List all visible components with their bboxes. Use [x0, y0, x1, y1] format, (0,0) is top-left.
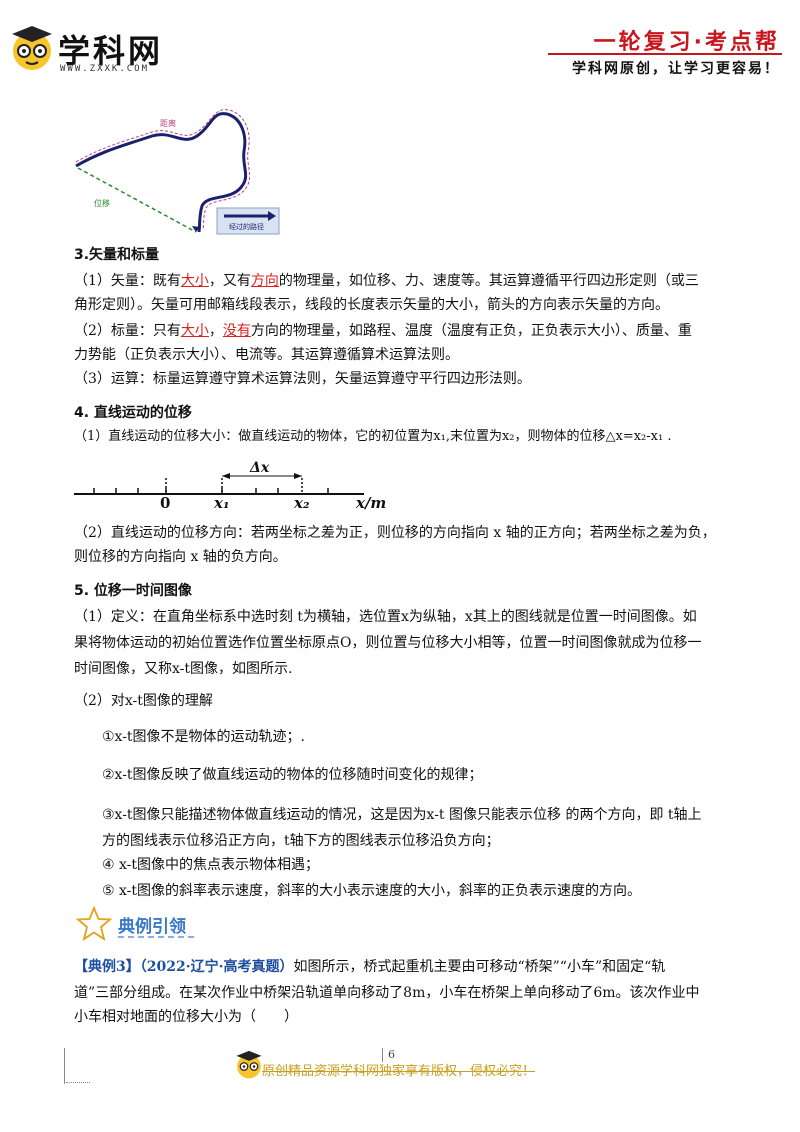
s3-p1-line1: （1）矢量：既有大小，又有方向的物理量，如位移、力、速度等。其运算遵循平行四边形… [74, 270, 699, 292]
path-legend-label: 经过的路径 [229, 223, 264, 231]
logo-text: 学科网 [58, 32, 164, 70]
s5-p2: （2）对x-t图像的理解 [74, 693, 213, 709]
header-divider [548, 53, 782, 55]
s3-p2-line2: 力势能（正负表示大小）、电流等。其运算遵循算术运算法则。 [74, 347, 459, 363]
example-line3: 小车相对地面的位移大小为（ ） [74, 1009, 298, 1025]
s3-p3: （3）运算：标量运算遵守算术运算法则，矢量运算遵守平行四边形法则。 [74, 371, 531, 387]
example-line1: 【典例3】（2022·辽宁·高考真题）如图所示，桥式起重机主要由可移动“桥架”“… [74, 956, 665, 978]
distance-label: 距离 [160, 119, 176, 128]
number-line-figure: 0 x₁ x₂ x/m Δx [74, 460, 394, 520]
footer-left-dash [66, 1082, 90, 1083]
s3-keyword-size-2: 大小 [180, 323, 209, 339]
s5-item-2: ②x-t图像反映了做直线运动的物体的位移随时间变化的规律； [102, 767, 483, 783]
axis-label-unit: x/m [356, 494, 387, 512]
s3-p2-e: 方向的物理量，如路程、温度（温度有正负，正负表示大小）、质量、重 [250, 323, 692, 339]
series-title: 一轮复习·考点帮 [593, 30, 780, 55]
s3-p1-line2: 角形定则）。矢量可用邮箱线段表示，线段的长度表示矢量的大小，箭头的方向表示矢量的… [74, 297, 669, 313]
s3-p1-e: 的物理量，如位移、力、速度等。其运算遵循平行四边形定则（或三 [278, 273, 699, 289]
example-tag: 【典例3】 [74, 959, 140, 975]
mascot-logo-icon [12, 26, 52, 70]
axis-label-zero: 0 [160, 494, 171, 512]
example-text-a: 如图所示，桥式起重机主要由可移动“桥架”“小车”和固定“轨 [293, 959, 666, 975]
number-line [74, 473, 364, 495]
star-icon [76, 906, 112, 942]
banner-underline [118, 936, 194, 938]
footer-mascot-icon [236, 1050, 262, 1079]
s5-item-3-line1: ③x-t图像只能描述物体做直线运动的情况，这是因为x-t 图像只能表示位移 的两… [102, 807, 702, 823]
path-displacement-figure: 距离 位移 经过的路径 [72, 106, 292, 240]
axis-label-x2: x₂ [294, 494, 310, 512]
displacement-label: 位移 [94, 199, 110, 208]
example-source: （2022·辽宁·高考真题） [139, 959, 294, 975]
logo-url: WWW.ZXXK.COM [60, 64, 150, 74]
s3-p2-line1: （2）标量：只有大小，没有方向的物理量，如路程、温度（温度有正负，正负表示大小）… [74, 320, 692, 342]
header: 学科网 WWW.ZXXK.COM 一轮复习·考点帮 学科网原创，让学习更容易！ [0, 0, 800, 90]
s3-keyword-direction: 方向 [250, 273, 279, 289]
s4-p2-line1: （2）直线运动的位移方向：若两坐标之差为正，则位移的方向指向 x 轴的正方向；若… [74, 525, 716, 541]
s5-item-1: ①x-t图像不是物体的运动轨迹；. [102, 729, 306, 745]
s5-p1-line2: 果将物体运动的初始位置选作位置坐标原点O，则位置与位移大小相等，位置一时间图像就… [74, 635, 702, 651]
example-banner-label: 典例引领 [118, 917, 186, 937]
s3-keyword-none: 没有 [222, 323, 251, 339]
s4-p1: （1）直线运动的位移大小：做直线运动的物体，它的初位置为x₁,末位置为x₂，则物… [74, 429, 672, 444]
page-number: 6 [388, 1048, 395, 1061]
section-5-title: 5. 位移一时间图像 [74, 583, 192, 599]
section-3-title: 3.矢量和标量 [74, 247, 160, 263]
copyright-notice: 原创精品资源学科网独家享有版权，侵权必究！ [262, 1064, 536, 1079]
s5-item-4: ④ x-t图像中的焦点表示物体相遇； [102, 857, 320, 873]
example-line2: 道”三部分组成。在某次作业中桥架沿轨道单向移动了8m，小车在桥架上单向移动了6m… [74, 985, 700, 1001]
slogan: 学科网原创，让学习更容易！ [572, 61, 780, 77]
axis-label-x1: x₁ [214, 494, 230, 512]
s5-p1-line3: 时间图像，又称x-t图像，如图所示. [74, 661, 293, 677]
footer-left-bar [64, 1048, 65, 1084]
section-4-title: 4. 直线运动的位移 [74, 405, 192, 421]
s3-p2-a: （2）标量：只有 [74, 323, 181, 339]
s4-p2-line2: 则位移的方向指向 x 轴的负方向。 [74, 549, 287, 565]
path-diagram [75, 109, 280, 235]
example-banner: 典例引领 [76, 906, 206, 946]
s3-p2-c: ， [208, 323, 223, 339]
s5-p1-line1: （1）定义：在直角坐标系中选时刻 t为横轴，选位置x为纵轴，x其上的图线就是位置… [74, 609, 697, 625]
s3-p1-a: （1）矢量：既有 [74, 273, 181, 289]
axis-label-dx: Δx [250, 460, 270, 476]
s3-keyword-size: 大小 [180, 273, 209, 289]
s5-item-3-line2: 方的图线表示位移沿正方向，t轴下方的图线表示位移沿负方向； [102, 833, 500, 849]
s5-item-5: ⑤ x-t图像的斜率表示速度，斜率的大小表示速度的大小，斜率的正负表示速度的方向… [102, 883, 642, 899]
footer-center-bar [382, 1048, 383, 1062]
s3-p1-c: ，又有 [208, 273, 251, 289]
